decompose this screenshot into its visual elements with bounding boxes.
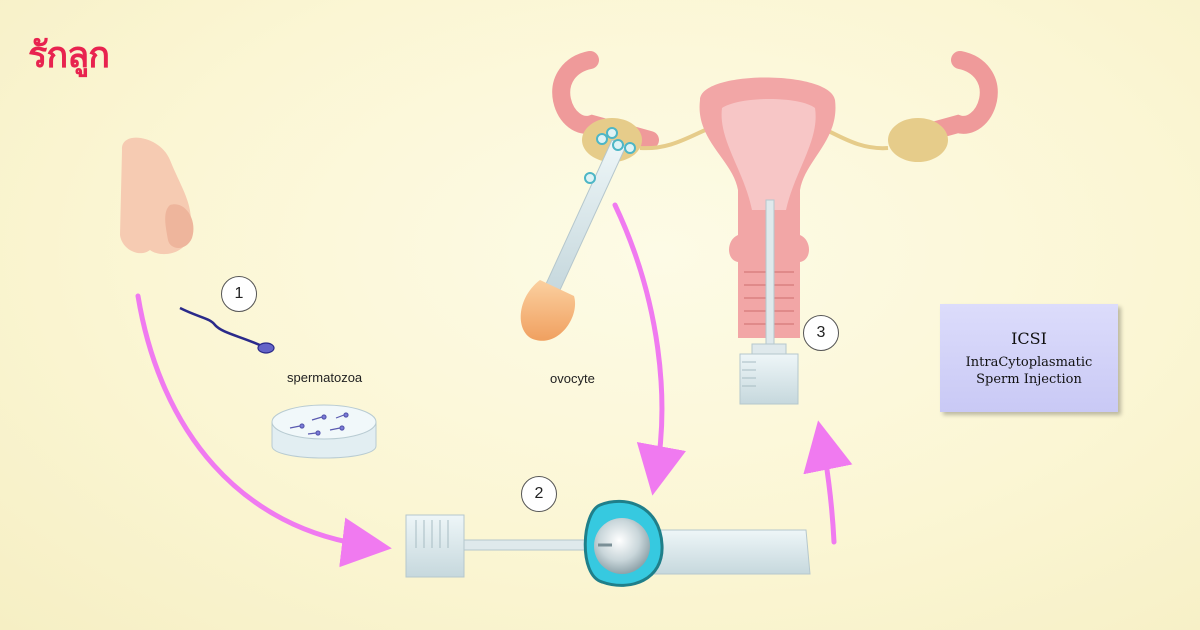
arrow-step1-to-step2 — [135, 293, 392, 568]
step-1-badge: 1 — [221, 276, 257, 312]
pipette-icon — [520, 127, 636, 341]
icsi-line-1: IntraCytoplasmatic — [965, 354, 1093, 370]
step-2-badge: 2 — [521, 476, 557, 512]
ovocyte-label: ovocyte — [550, 371, 595, 386]
micro-injection-device — [405, 514, 811, 578]
spermatozoa-label: spermatozoa — [287, 370, 363, 385]
icsi-title: ICSI — [1011, 328, 1047, 348]
arrow-ovocyte-to-step2 — [612, 202, 687, 496]
sperm-cell-icon — [179, 306, 275, 354]
icsi-line-2: Sperm Injection — [976, 371, 1082, 387]
ovocyte-cluster-icon — [584, 127, 636, 184]
brand-logo: รักลูก — [28, 35, 110, 76]
petri-dish-icon — [271, 404, 377, 459]
male-organ-illustration — [120, 137, 194, 255]
icsi-info-box: ICSI IntraCytoplasmatic Sperm Injection — [940, 304, 1118, 412]
uterus-illustration — [552, 51, 998, 338]
catheter-syringe-icon — [739, 199, 799, 405]
arrow-step2-to-step3 — [803, 420, 853, 545]
oocyte-icon — [583, 499, 664, 587]
step-3-badge: 3 — [803, 315, 839, 351]
